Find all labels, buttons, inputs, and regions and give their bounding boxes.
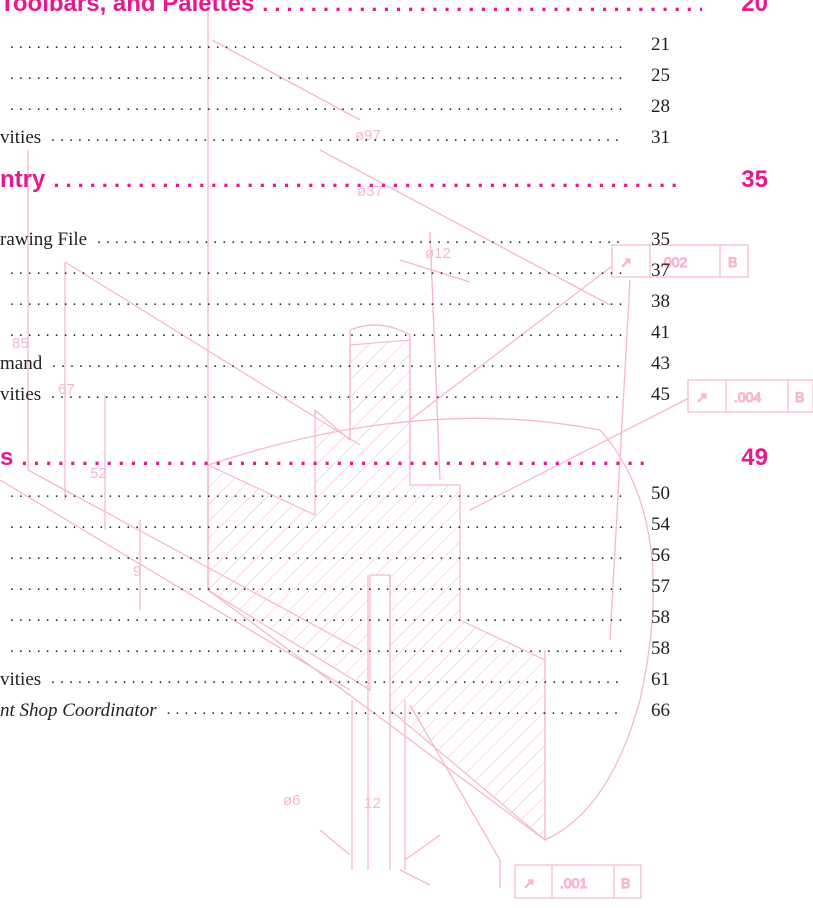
entry-dot-leader: ........................................… [10,325,624,340]
entry-dot-leader: ........................................… [10,294,624,309]
dim-85: 85 [12,335,29,352]
heading-dot-leader: ........................................… [21,447,652,469]
drawing-lines [0,0,696,888]
svg-text:.004: .004 [734,389,761,405]
heading-dot-leader: ........................................… [53,169,684,191]
entry-dot-leader: ........................................… [10,68,624,83]
entry-dot-leader: ........................................… [10,99,624,114]
entry-dot-leader: ........................................… [166,703,624,718]
toc-heading: ntry ...................................… [0,160,768,194]
toc-entry: ........................................… [0,59,670,87]
entry-page-number: 37 [651,260,670,281]
toc-entry: ........................................… [0,28,670,56]
svg-text:↗: ↗ [523,875,535,891]
svg-text:B: B [621,875,630,891]
entry-dot-leader: ........................................… [10,486,624,501]
entry-page-number: 21 [651,34,670,55]
entry-page-number: 38 [651,291,670,312]
entry-page-number: 66 [651,700,670,721]
toc-entry: ........................................… [0,508,670,536]
toc-entry: ........................................… [0,539,670,567]
toc-entry: rawing File ............................… [0,223,670,251]
dim-9: 9 [133,563,141,580]
toc-entry: ........................................… [0,90,670,118]
entry-page-number: 58 [651,638,670,659]
entry-page-number: 56 [651,545,670,566]
toc-entry: ........................................… [0,254,670,282]
heading-title: Toolbars, and Palettes [0,0,255,17]
svg-text:↗: ↗ [620,254,632,270]
control-frame-2: ↗ .004 B [687,379,813,413]
svg-text:.002: .002 [660,254,687,270]
toc-entry: ........................................… [0,316,670,344]
entry-page-number: 31 [651,127,670,148]
entry-page-number: 28 [651,96,670,117]
toc-entry: ........................................… [0,632,670,660]
svg-text:B: B [728,254,737,270]
dim-d12: ø12 [425,245,451,262]
svg-text:.001: .001 [560,875,587,891]
entry-dot-leader: ........................................… [10,263,624,278]
control-frame-1: ↗ .002 B [611,244,749,278]
dim-d97: ø97 [355,127,381,144]
entry-dot-leader: ........................................… [97,232,624,247]
dimension-labels: ø97 ø37 ø12 85 67 52 9 ø6 12 [12,127,451,812]
entry-page-number: 61 [651,669,670,690]
control-frames: ↗ .002 B ↗ .004 B ↗ .001 B [514,244,813,899]
heading-page-number: 49 [741,444,768,471]
entry-dot-leader: ........................................… [52,356,624,371]
entry-title: nt Shop Coordinator [0,700,157,721]
entry-dot-leader: ........................................… [10,610,624,625]
heading-page-number: 35 [741,166,768,193]
toc-entry: vities .................................… [0,378,670,406]
entry-page-number: 45 [651,384,670,405]
toc-heading: s ......................................… [0,438,768,472]
entry-title: vities [0,384,42,405]
toc-heading: Toolbars, and Palettes .................… [0,0,768,18]
entry-title: vities [0,669,42,690]
entry-page-number: 43 [651,353,670,374]
dim-d37: ø37 [357,183,383,200]
dim-d6: ø6 [283,792,301,809]
entry-dot-leader: ........................................… [10,579,624,594]
entry-page-number: 50 [651,483,670,504]
entry-dot-leader: ........................................… [10,37,624,52]
entry-dot-leader: ........................................… [10,548,624,563]
dim-52: 52 [90,465,107,482]
entry-dot-leader: ........................................… [51,130,624,145]
toc-entry: mand ...................................… [0,347,670,375]
entry-page-number: 58 [651,607,670,628]
heading-title: ntry [0,166,46,193]
entry-dot-leader: ........................................… [51,387,624,402]
toc-entry: ........................................… [0,285,670,313]
entry-page-number: 41 [651,322,670,343]
entry-dot-leader: ........................................… [10,641,624,656]
entry-page-number: 57 [651,576,670,597]
heading-title: s [0,444,14,471]
toc-entry: vities .................................… [0,663,670,691]
toc-entry: ........................................… [0,601,670,629]
svg-text:↗: ↗ [696,389,708,405]
heading-page-number: 20 [741,0,768,17]
entry-title: mand [0,353,43,374]
entry-dot-leader: ........................................… [51,672,624,687]
entry-page-number: 25 [651,65,670,86]
entry-page-number: 54 [651,514,670,535]
toc-entry: vities .................................… [0,121,670,149]
toc-entry: nt Shop Coordinator ....................… [0,694,670,722]
entry-title: vities [0,127,42,148]
svg-text:B: B [795,389,804,405]
entry-page-number: 35 [651,229,670,250]
dim-67: 67 [58,381,75,398]
toc-entry: ........................................… [0,477,670,505]
entry-dot-leader: ........................................… [10,517,624,532]
toc-entry: ........................................… [0,570,670,598]
heading-dot-leader: ........................................… [262,0,702,15]
control-frame-3: ↗ .001 B [514,864,642,899]
dim-12: 12 [364,795,381,812]
entry-title: rawing File [0,229,88,250]
